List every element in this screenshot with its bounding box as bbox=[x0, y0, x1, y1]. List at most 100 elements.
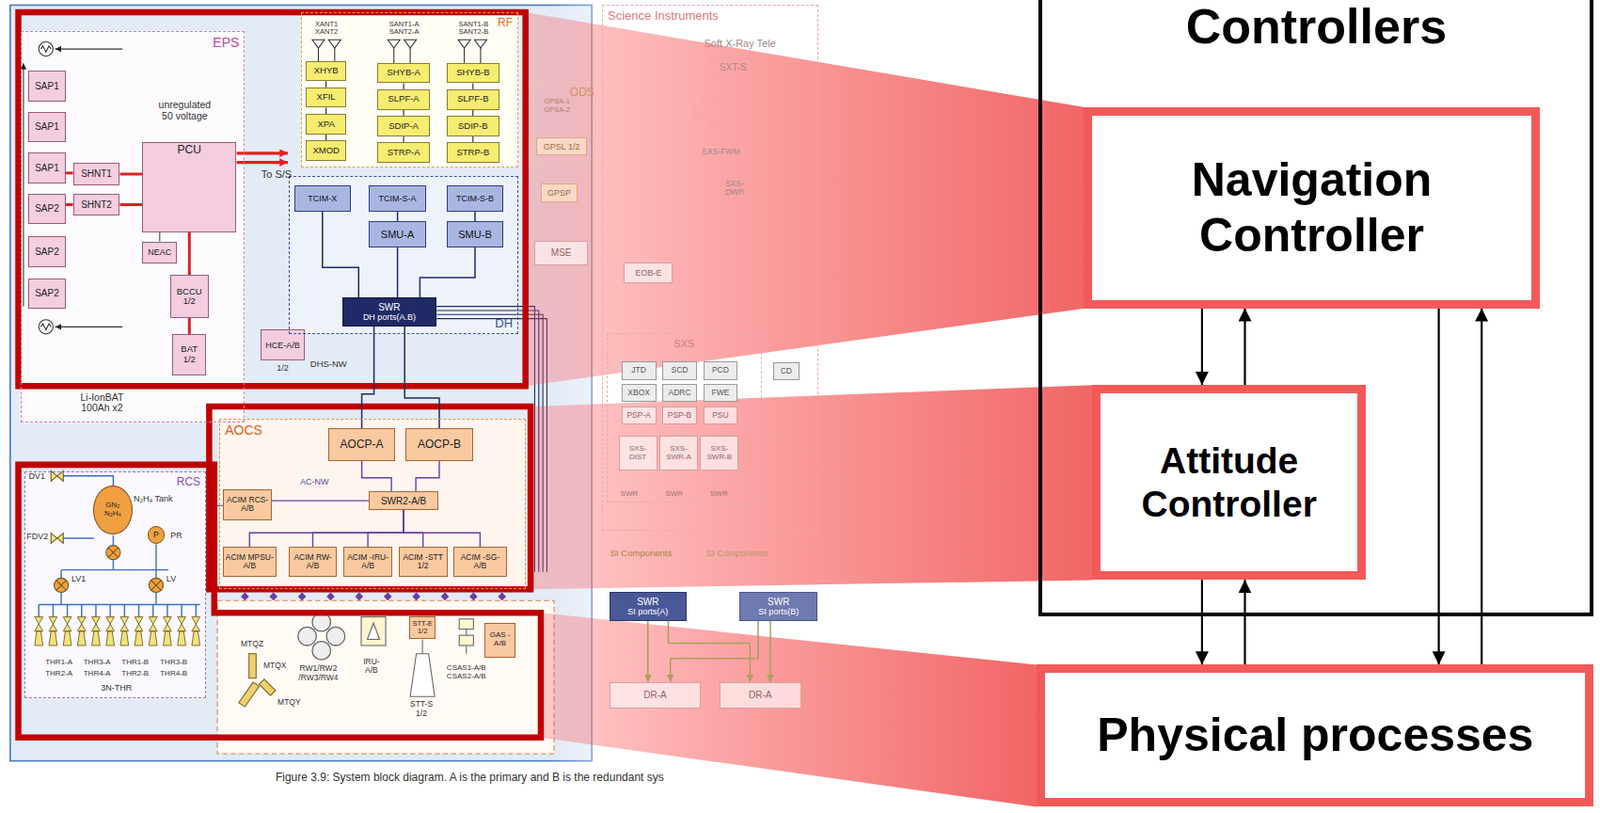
node-label: SHNT2 bbox=[80, 199, 112, 210]
label-holder: LV1 bbox=[71, 573, 86, 584]
component-box: PCU bbox=[142, 142, 237, 232]
component-box: DR-A bbox=[719, 681, 802, 709]
node-label: EOB-E bbox=[634, 268, 662, 278]
component-box: ACIM RCS-A/B bbox=[222, 489, 272, 521]
component-box: SHYB-B bbox=[446, 63, 500, 84]
node-label: SWR bbox=[636, 596, 659, 607]
component-box: ACIM -IRU-A/B bbox=[343, 546, 393, 578]
connector bbox=[65, 203, 74, 206]
thruster-symbol bbox=[106, 617, 115, 646]
label-holder: SWR bbox=[710, 490, 729, 499]
connector bbox=[313, 509, 405, 547]
sensor-symbol bbox=[459, 618, 474, 630]
component-box: FWE bbox=[703, 383, 739, 403]
component-box: SXS- DIST bbox=[618, 435, 658, 471]
component-box: SDIP-A bbox=[377, 115, 430, 137]
node-label: PSP-A bbox=[626, 411, 651, 421]
node-label: FWE bbox=[711, 388, 729, 398]
antenna-symbol bbox=[333, 47, 335, 62]
annotation-label: AC-NW bbox=[300, 476, 330, 487]
region-heading: ODS bbox=[565, 82, 600, 101]
node-label: SMU-A bbox=[380, 228, 414, 240]
node-label: XMOD bbox=[312, 145, 340, 157]
valve-symbol bbox=[53, 577, 68, 592]
label-holder: SI Components bbox=[610, 548, 672, 559]
connector bbox=[668, 620, 751, 682]
component-box: SWRSI ports(A) bbox=[609, 591, 687, 620]
node-label: AOCP-A bbox=[340, 438, 384, 451]
propellant-lines bbox=[63, 537, 95, 539]
region-heading: RCS bbox=[172, 472, 206, 491]
controller-label: Attitude Controller bbox=[1101, 439, 1357, 526]
annotation-label: To S/S bbox=[259, 168, 295, 180]
node-label: SAP1 bbox=[34, 121, 60, 132]
panel-background bbox=[10, 4, 592, 761]
node-label: DR-A bbox=[643, 689, 666, 700]
pressure-sensor: P bbox=[147, 525, 165, 543]
component-box: SAP1 bbox=[28, 152, 66, 184]
node-label: NEAC bbox=[147, 247, 172, 257]
valve-symbol bbox=[148, 577, 163, 592]
connector bbox=[1437, 308, 1440, 666]
annotation-label: SI Components bbox=[610, 548, 672, 559]
node-label: SAP1 bbox=[34, 80, 60, 92]
connector bbox=[362, 460, 393, 492]
annotation-label: THR1-A THR3-A THR1-B THR3-B bbox=[24, 658, 208, 667]
connector bbox=[1243, 579, 1246, 665]
connector bbox=[474, 211, 476, 222]
label-holder: Soft X-Ray Tele bbox=[704, 37, 777, 49]
thruster-symbol bbox=[34, 617, 201, 646]
solar-array-wiring bbox=[23, 42, 123, 334]
component-box: SWR2-A/B bbox=[368, 491, 439, 510]
valve-symbol bbox=[151, 580, 162, 591]
component-box: XPA bbox=[305, 113, 347, 135]
panel-background bbox=[217, 600, 555, 754]
component-box: STRP-B bbox=[446, 142, 500, 163]
node-label: SHNT1 bbox=[80, 168, 112, 179]
valve-symbol bbox=[106, 545, 121, 560]
component-box: PSU bbox=[703, 406, 739, 426]
label-holder: SXS- DWR bbox=[720, 179, 749, 198]
annotation-label: 3N-THR bbox=[24, 682, 208, 693]
label-holder: SI Components bbox=[706, 548, 768, 559]
annotation-label: XANT1 XANT2 bbox=[305, 20, 347, 37]
component-box: SAP2 bbox=[28, 236, 66, 268]
component-box: ACIM -STT 1/2 bbox=[398, 546, 448, 578]
annotation-label: GPSA-1 GPSA-2 bbox=[534, 97, 580, 114]
sensor-symbol bbox=[422, 638, 424, 653]
annotation-label: 1/2 bbox=[272, 363, 294, 373]
label-holder: THR2-A THR4-A THR2-B THR4-B bbox=[24, 669, 208, 679]
region-heading: DH bbox=[490, 313, 518, 333]
annotation-label: Li-IonBAT 100Ah x2 bbox=[71, 392, 133, 415]
component-box: SMU-B bbox=[446, 221, 505, 248]
component-box: BCCU 1/2 bbox=[170, 274, 209, 318]
magnetorquer-symbol bbox=[259, 679, 276, 696]
component-box: XBOX bbox=[621, 383, 657, 403]
annotation-label: SXS-FWM bbox=[701, 147, 740, 158]
component-box: DR-A bbox=[609, 681, 702, 709]
label-holder: 3N-THR bbox=[24, 682, 208, 693]
label-holder: XANT1 XANT2 bbox=[305, 20, 347, 37]
node-label: BCCU 1/2 bbox=[172, 286, 207, 307]
component-box: SMU-A bbox=[368, 221, 427, 248]
label-holder: SANT1-A SANT2-A bbox=[380, 20, 429, 37]
reaction-wheel-symbol bbox=[312, 641, 332, 661]
antenna-symbol bbox=[317, 47, 319, 62]
node-label: SLPF-A bbox=[387, 94, 419, 105]
component-box: SHNT1 bbox=[73, 162, 121, 186]
propellant-lines bbox=[155, 544, 157, 571]
sensor-symbol bbox=[361, 617, 386, 646]
region-heading: Science Instruments bbox=[602, 5, 724, 26]
connector bbox=[362, 326, 375, 429]
node-label: PCD bbox=[712, 365, 729, 376]
label-holder: GPSA-1 GPSA-2 bbox=[534, 97, 580, 114]
propellant-lines bbox=[38, 604, 196, 618]
highlight-frame bbox=[18, 12, 541, 738]
solar-array-wiring bbox=[38, 319, 53, 334]
connector bbox=[65, 171, 74, 175]
connector bbox=[120, 173, 143, 176]
magnetorquer-symbol bbox=[249, 653, 257, 679]
region-heading: SXS bbox=[668, 333, 699, 351]
label-holder: THR1-A THR3-A THR1-B THR3-B bbox=[24, 658, 208, 667]
